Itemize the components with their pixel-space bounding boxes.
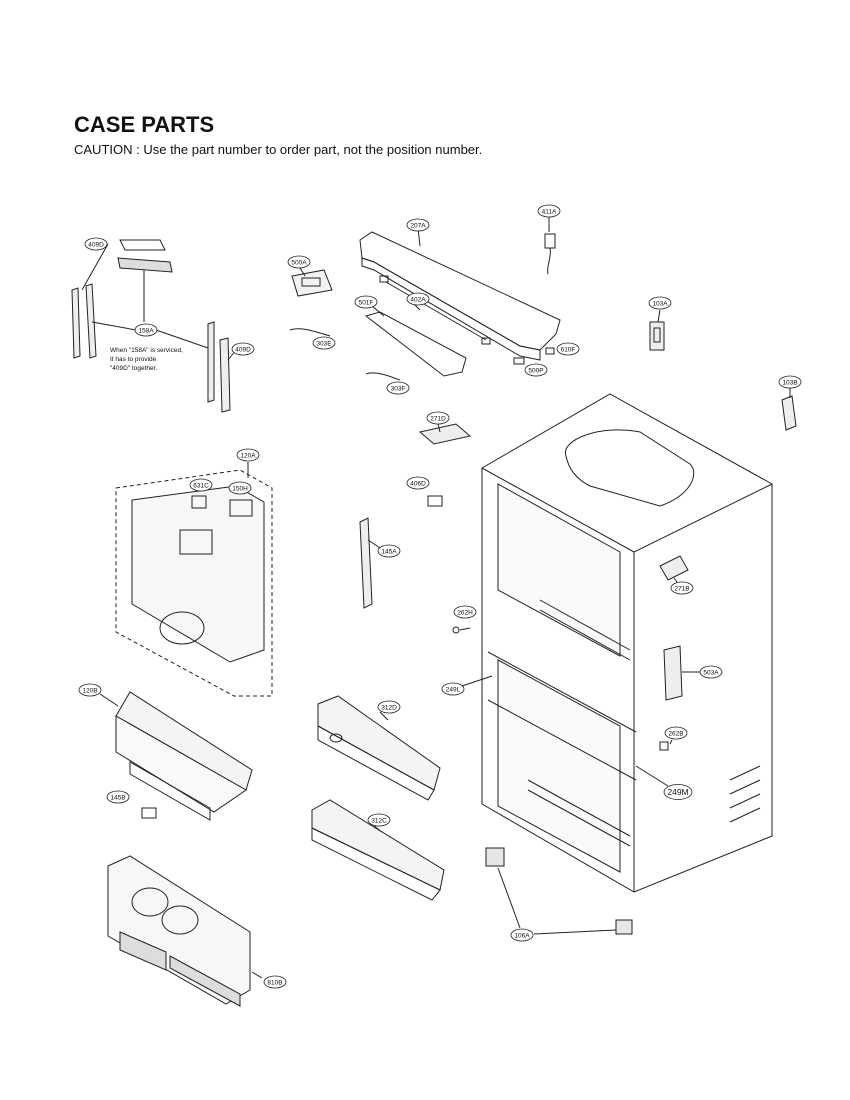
svg-text:145A: 145A — [381, 549, 397, 556]
part-500a-board — [291, 267, 333, 297]
svg-text:120B: 120B — [82, 688, 97, 695]
svg-text:303F: 303F — [391, 386, 406, 393]
part-106a-legs — [485, 847, 633, 935]
svg-text:610F: 610F — [561, 347, 576, 354]
part-810b-duct-assembly — [107, 855, 263, 1007]
callout-409d-top: 409D — [84, 237, 108, 251]
svg-text:411A: 411A — [542, 209, 557, 216]
svg-text:500A: 500A — [291, 260, 307, 267]
callout-271d: 271D — [426, 411, 450, 425]
part-103b-bracket — [781, 388, 797, 431]
callout-262b: 262B — [664, 726, 688, 740]
callout-145a: 145A — [377, 544, 401, 558]
callout-500p: 500P — [524, 363, 548, 377]
part-312d-drawer — [317, 695, 441, 801]
part-103a-hinge — [649, 309, 665, 351]
part-501f-plate — [364, 305, 467, 377]
callout-312c: 312C — [367, 813, 391, 827]
callout-103b: 103B — [778, 375, 802, 389]
part-271d-bracket — [418, 423, 472, 445]
part-145b-clip — [141, 807, 157, 819]
svg-text:312D: 312D — [381, 705, 397, 712]
svg-text:631C: 631C — [193, 483, 209, 490]
svg-text:103A: 103A — [652, 301, 668, 308]
callout-103a: 103A — [648, 296, 672, 310]
callout-207a: 207A — [406, 218, 430, 232]
svg-text:406D: 406D — [410, 481, 426, 488]
part-411a-power-cord — [544, 216, 556, 275]
svg-text:409D: 409D — [88, 242, 104, 249]
svg-text:249M: 249M — [667, 787, 688, 797]
callout-303e: 303E — [312, 336, 336, 350]
svg-text:150H: 150H — [232, 486, 248, 493]
svg-text:810B: 810B — [267, 980, 282, 987]
svg-text:271B: 271B — [674, 586, 689, 593]
svg-text:207A: 207A — [410, 223, 426, 230]
part-312c-drawer — [311, 799, 445, 901]
svg-text:500P: 500P — [528, 368, 543, 375]
svg-text:262H: 262H — [457, 610, 473, 617]
callout-271b: 271B — [670, 581, 694, 595]
svg-text:503A: 503A — [703, 670, 719, 677]
svg-text:158A: 158A — [138, 328, 154, 335]
part-207a-top-cover — [359, 227, 561, 361]
callout-262h: 262H — [453, 605, 477, 619]
part-145a-rail — [359, 517, 381, 609]
callout-120a: 120A — [236, 448, 260, 462]
callout-106a: 106A — [510, 928, 534, 942]
callout-120b: 120B — [78, 683, 102, 697]
callout-411a: 411A — [537, 204, 561, 218]
svg-text:120A: 120A — [240, 453, 256, 460]
caution-note: CAUTION : Use the part number to order p… — [74, 142, 483, 157]
callout-249m: 249M — [663, 784, 693, 800]
part-406d-clip — [427, 495, 443, 507]
svg-text:312C: 312C — [371, 818, 387, 825]
trim-strips-group — [71, 239, 237, 413]
svg-text:271D: 271D — [430, 416, 446, 423]
svg-text:145B: 145B — [110, 795, 125, 802]
part-249-crossbars — [461, 675, 669, 787]
callout-312d: 312D — [377, 700, 401, 714]
part-120b-lower-cover — [99, 691, 253, 821]
svg-text:303E: 303E — [316, 341, 332, 348]
page-title: CASE PARTS — [74, 112, 215, 137]
svg-text:249L: 249L — [446, 687, 461, 694]
svg-text:409D: 409D — [235, 347, 251, 354]
note-line-3: "409D" together. — [110, 365, 157, 372]
callout-303f: 303F — [386, 381, 410, 395]
svg-text:402A: 402A — [410, 297, 426, 304]
callout-810b: 810B — [263, 975, 287, 989]
callout-406d: 406D — [406, 476, 430, 490]
note-line-1: When "158A" is serviced, — [110, 347, 183, 354]
callout-610f: 610F — [556, 342, 580, 356]
part-120a-cover-assembly — [115, 462, 273, 697]
callout-158a: 158A — [134, 323, 158, 337]
part-262b-clip — [659, 739, 673, 751]
callout-501f: 501F — [354, 295, 378, 309]
part-262h-screw — [452, 626, 471, 634]
service-note: When "158A" is serviced, It has to provi… — [110, 347, 183, 372]
svg-text:262B: 262B — [668, 731, 683, 738]
callout-402a: 402A — [406, 292, 430, 306]
callout-249l: 249L — [441, 682, 465, 696]
callout-500a: 500A — [287, 255, 311, 269]
callout-503a: 503A — [699, 665, 723, 679]
callout-409d-right: 409D — [231, 342, 255, 356]
callout-631c: 631C — [189, 478, 213, 492]
part-402a-harness — [379, 275, 491, 345]
callout-145b: 145B — [106, 790, 130, 804]
part-303-wires — [289, 328, 401, 381]
main-cabinet — [481, 393, 773, 893]
part-271b-hinge — [659, 555, 689, 587]
svg-text:103B: 103B — [782, 380, 797, 387]
part-503a-panel — [663, 645, 700, 701]
note-line-2: It has to provide — [110, 356, 157, 363]
svg-text:501F: 501F — [359, 300, 374, 307]
callout-150h: 150H — [228, 481, 252, 495]
svg-text:106A: 106A — [514, 933, 530, 940]
part-610f-500p — [513, 347, 555, 365]
